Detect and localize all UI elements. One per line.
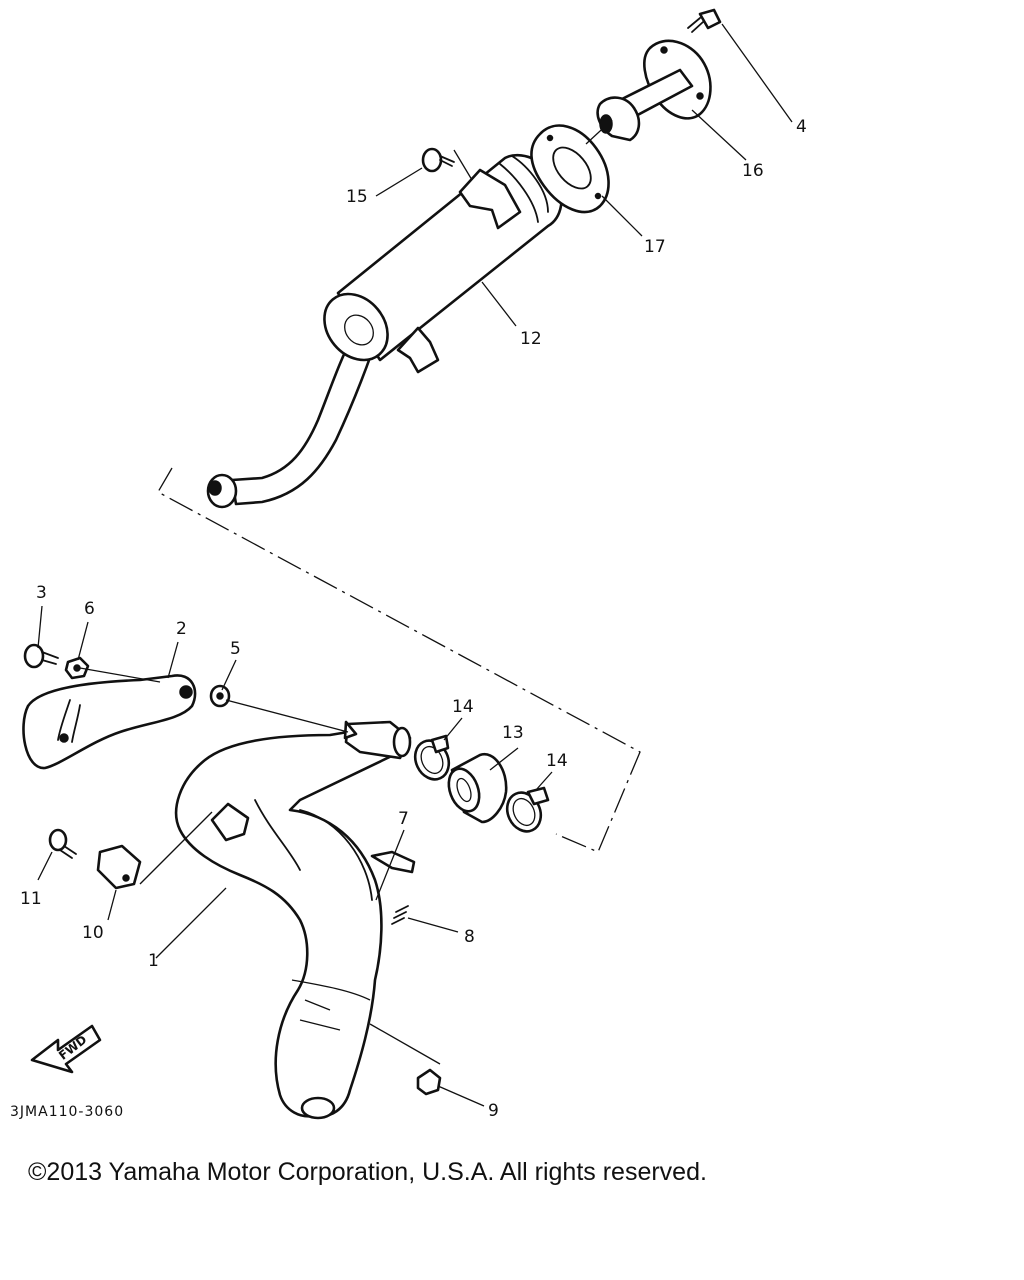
callout-5: 5 xyxy=(230,639,241,659)
collar-5 xyxy=(209,684,231,708)
exhaust-parts-diagram: 4 16 17 12 15 3 6 2 5 14 13 14 7 8 9 1 1… xyxy=(10,8,807,1121)
callout-3: 3 xyxy=(36,583,47,603)
callout-7: 7 xyxy=(398,809,409,829)
callout-10: 10 xyxy=(82,923,104,943)
clamp-14-right xyxy=(505,786,550,833)
bolt-11 xyxy=(48,828,77,859)
gasket xyxy=(530,124,610,214)
callout-9: 9 xyxy=(488,1101,499,1121)
callout-8: 8 xyxy=(464,927,475,947)
callout-12: 12 xyxy=(520,329,542,349)
clamp-14-left xyxy=(413,734,451,781)
damper-7 xyxy=(370,850,416,874)
bolt-3 xyxy=(23,643,59,669)
callout-4: 4 xyxy=(796,117,807,137)
fwd-arrow-icon: FWD xyxy=(30,1024,102,1074)
bolt-4 xyxy=(687,8,722,33)
callout-15: 15 xyxy=(346,187,368,207)
callout-labels: 4 16 17 12 15 3 6 2 5 14 13 14 7 8 9 1 1… xyxy=(20,117,807,1121)
callout-14a: 14 xyxy=(452,697,474,717)
callout-11: 11 xyxy=(20,889,42,909)
end-cap-assembly xyxy=(596,39,712,142)
expansion-chamber xyxy=(174,720,412,1120)
callout-16: 16 xyxy=(742,161,764,181)
silencer xyxy=(206,153,563,509)
stay-bracket xyxy=(22,674,197,770)
joint-13 xyxy=(447,752,508,824)
copyright-notice: ©2013 Yamaha Motor Corporation, U.S.A. A… xyxy=(28,1158,707,1186)
callout-6: 6 xyxy=(84,599,95,619)
nut-6 xyxy=(64,656,90,680)
callout-2: 2 xyxy=(176,619,187,639)
callout-13: 13 xyxy=(502,723,524,743)
callout-14b: 14 xyxy=(546,751,568,771)
nut-9 xyxy=(416,1068,442,1096)
spring-8 xyxy=(391,905,409,925)
diagram-code: 3JMA110-3060 xyxy=(10,1104,124,1120)
bracket-10 xyxy=(96,844,142,890)
callout-17: 17 xyxy=(644,237,666,257)
leader-lines xyxy=(37,23,793,1107)
bolt-15 xyxy=(421,147,455,173)
callout-1: 1 xyxy=(148,951,159,971)
